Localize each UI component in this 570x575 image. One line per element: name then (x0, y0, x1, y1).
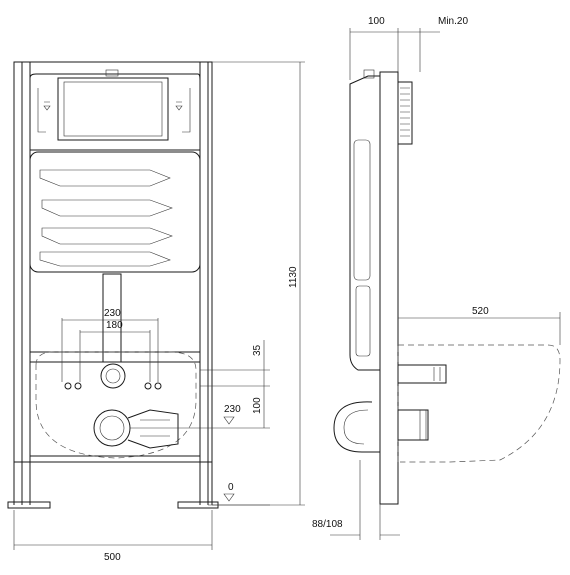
dim-side-min-gap: Min.20 (438, 16, 468, 27)
left-foot (7, 501, 51, 509)
side-frame-rail (379, 71, 399, 505)
dim-bolt-spacing-inner: 180 (106, 320, 123, 331)
dim-bowl-projection: 520 (472, 306, 489, 317)
side-view (330, 28, 561, 540)
dim-side-depth: 100 (368, 16, 385, 27)
cistern-tank (29, 151, 201, 273)
dim-floor-level: 0 (228, 482, 234, 493)
left-valve-symbol (37, 88, 51, 133)
cistern-top (29, 73, 201, 151)
drain-outlet (93, 409, 131, 447)
dim-total-height: 1130 (288, 266, 299, 288)
flush-connector (397, 364, 447, 384)
bowl-outline-front (35, 351, 197, 459)
cistern-side (349, 75, 381, 371)
bolt-right-outer (154, 382, 162, 390)
dim-drain-height: 230 (224, 404, 241, 415)
bolt-right-inner (144, 382, 152, 390)
bowl-outline-side (398, 344, 561, 463)
dim-bolt-offset: 35 (252, 344, 263, 356)
front-view (7, 61, 305, 550)
wall-bracket (397, 81, 413, 145)
dim-side-offset: 88/108 (312, 519, 343, 530)
flush-plate-opening (57, 77, 169, 141)
drain-elbow (333, 401, 380, 453)
flush-inlet (100, 363, 126, 389)
bolt-left-outer (64, 382, 72, 390)
dim-drain-offset: 100 (252, 397, 263, 414)
dim-bolt-spacing-outer: 230 (104, 308, 121, 319)
bolt-left-inner (74, 382, 82, 390)
right-valve-symbol (175, 88, 191, 133)
dim-frame-width: 500 (104, 552, 121, 563)
crossbar (29, 351, 201, 363)
drain-pipe (397, 409, 429, 441)
